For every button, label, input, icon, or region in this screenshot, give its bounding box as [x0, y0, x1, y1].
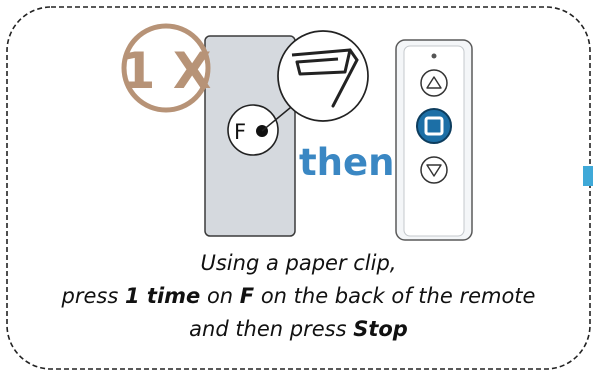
f-button-label: F	[234, 120, 246, 144]
badge-1x: 1 X	[121, 26, 212, 110]
badge-text: 1 X	[121, 42, 212, 100]
caption-emphasis-1-time: 1 time	[125, 284, 200, 308]
up-arrow-icon	[421, 70, 447, 96]
caption-text: on the back of the remote	[254, 284, 535, 308]
caption-line-2: press 1 time on F on the back of the rem…	[10, 280, 587, 313]
caption-text: and then press	[189, 317, 353, 341]
caption-line-3: and then press Stop	[10, 313, 587, 346]
paperclip-icon	[278, 31, 368, 121]
caption-emphasis-f: F	[240, 284, 254, 308]
side-marker	[583, 166, 593, 186]
then-label: then	[299, 141, 394, 184]
down-arrow-icon	[421, 157, 447, 183]
caption-text: on	[200, 284, 240, 308]
caption-emphasis-stop: Stop	[353, 317, 408, 341]
caption-line-1: Using a paper clip,	[10, 247, 587, 280]
led-indicator	[432, 54, 437, 59]
stop-icon	[417, 109, 451, 143]
caption-text: press	[62, 284, 125, 308]
instruction-caption: Using a paper clip, press 1 time on F on…	[10, 247, 587, 346]
remote-front	[396, 40, 472, 240]
